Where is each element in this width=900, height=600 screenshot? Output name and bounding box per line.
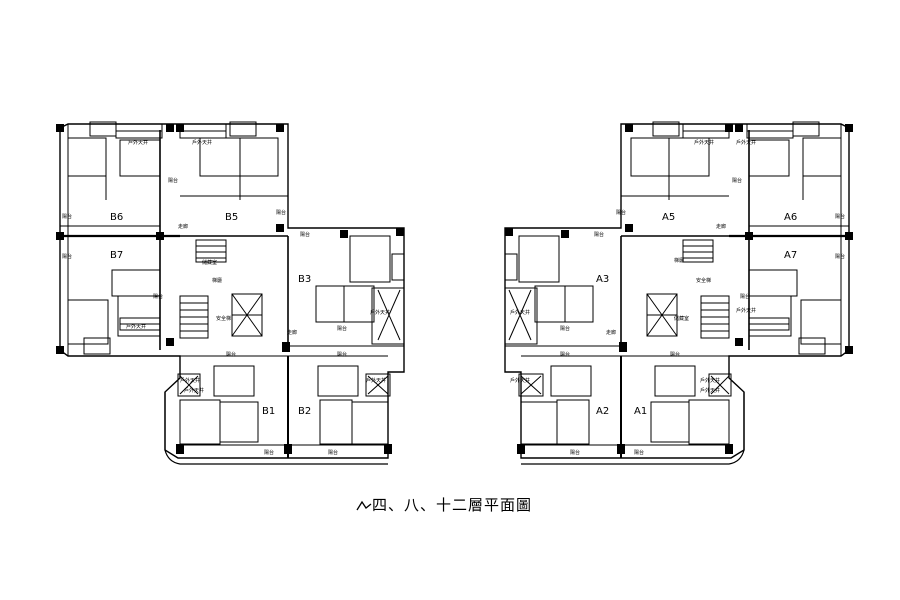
unit-label-a1: A1 — [634, 406, 647, 417]
room-label-corridor: 走廊 — [178, 223, 188, 230]
room-label-corridor: 走廊 — [606, 329, 616, 336]
room-label-balcony: 陽台 — [740, 293, 750, 300]
room-label-utility: 儲藏室 — [674, 315, 689, 322]
room-label-balcony: 陽台 — [835, 253, 845, 260]
room-label-balcony: 陽台 — [328, 449, 338, 456]
room-label-balcony: 陽台 — [337, 351, 347, 358]
room-label-balcony: 陽台 — [594, 231, 604, 238]
room-label-corridor: 走廊 — [716, 223, 726, 230]
room-label-balcony: 陽台 — [616, 209, 626, 216]
right-building — [504, 121, 850, 465]
unit-label-a7: A7 — [784, 250, 797, 261]
room-label-balcony: 陽台 — [560, 351, 570, 358]
room-label-balcony: 陽台 — [300, 231, 310, 238]
unit-label-a3: A3 — [596, 274, 609, 285]
room-label-balcony: 陽台 — [670, 351, 680, 358]
unit-labels: B6 B5 B7 B3 B1 B2 A5 A6 A7 A3 A2 A1 — [110, 212, 797, 417]
unit-label-b2: B2 — [298, 406, 311, 417]
title-marker-icon — [356, 500, 372, 511]
room-label-balcony: 陽台 — [264, 449, 274, 456]
unit-label-a5: A5 — [662, 212, 675, 223]
room-label-skywell: 戶外天井 — [510, 377, 530, 384]
room-label-balcony: 陽台 — [153, 293, 163, 300]
room-label-skywell: 戶外天井 — [128, 139, 148, 146]
room-label-skywell: 戶外天井 — [180, 377, 200, 384]
unit-label-a2: A2 — [596, 406, 609, 417]
room-label-balcony: 陽台 — [732, 177, 742, 184]
room-label-skywell: 戶外天井 — [700, 377, 720, 384]
room-label-lobby: 梯廳 — [212, 277, 222, 284]
room-label-skywell: 戶外天井 — [126, 323, 146, 330]
drawing-title: 四、八、十二層平面圖 — [372, 496, 533, 514]
room-label-stair: 安全梯 — [216, 315, 231, 322]
room-label-skywell: 戶外天井 — [192, 139, 212, 146]
room-label-skywell: 戶外天井 — [184, 387, 204, 394]
room-label-balcony: 陽台 — [62, 253, 72, 260]
unit-label-b5: B5 — [225, 212, 238, 223]
room-label-balcony: 陽台 — [337, 325, 347, 332]
room-label-skywell: 戶外天井 — [700, 387, 720, 394]
unit-label-b6: B6 — [110, 212, 123, 223]
room-label-balcony: 陽台 — [570, 449, 580, 456]
unit-label-b7: B7 — [110, 250, 123, 261]
room-labels: 陽台 陽台 陽台 陽台 陽台 陽台 陽台 陽台 陽台 陽台 陽台 走廊 走廊 戶… — [62, 139, 845, 456]
room-label-skywell: 戶外天井 — [370, 309, 390, 316]
room-label-balcony: 陽台 — [168, 177, 178, 184]
room-label-stair: 安全梯 — [696, 277, 711, 284]
room-label-skywell: 戶外天井 — [694, 139, 714, 146]
left-building — [59, 121, 405, 465]
room-label-lobby: 梯廳 — [674, 257, 684, 264]
room-label-utility: 儲藏室 — [202, 259, 217, 266]
room-label-skywell: 戶外天井 — [736, 307, 756, 314]
unit-label-b1: B1 — [262, 406, 275, 417]
room-label-skywell: 戶外天井 — [736, 139, 756, 146]
unit-label-a6: A6 — [784, 212, 797, 223]
room-label-balcony: 陽台 — [634, 449, 644, 456]
room-label-balcony: 陽台 — [560, 325, 570, 332]
room-label-balcony: 陽台 — [835, 213, 845, 220]
structural-columns — [56, 124, 853, 454]
room-label-skywell: 戶外天井 — [510, 309, 530, 316]
room-label-corridor: 走廊 — [287, 329, 297, 336]
room-label-balcony: 陽台 — [276, 209, 286, 216]
room-label-balcony: 陽台 — [62, 213, 72, 220]
unit-label-b3: B3 — [298, 274, 311, 285]
room-label-skywell: 戶外天井 — [366, 377, 386, 384]
room-label-balcony: 陽台 — [226, 351, 236, 358]
